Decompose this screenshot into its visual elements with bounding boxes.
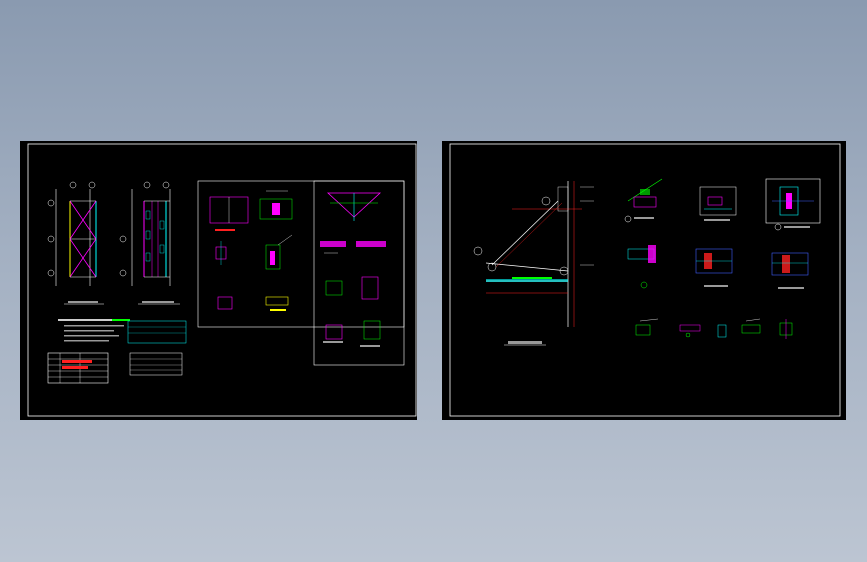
drawing-sheet-left[interactable] <box>20 141 417 420</box>
bracket-elevation <box>473 181 594 346</box>
cad-drawing-right <box>449 143 841 417</box>
details-group-b <box>320 192 386 347</box>
detail-views-row2 <box>627 245 809 289</box>
cad-drawing-left <box>27 143 417 417</box>
detail-views-row1 <box>624 178 821 231</box>
legend-table <box>127 320 187 376</box>
details-frame-2 <box>313 180 405 366</box>
drawing-sheet-right[interactable] <box>442 141 846 420</box>
details-group-a <box>209 190 293 311</box>
brace-elevation-1 <box>47 181 104 305</box>
material-table <box>47 352 109 384</box>
sheet-border <box>27 143 417 417</box>
brace-elevation-2 <box>119 181 180 305</box>
sheet-border <box>449 143 841 417</box>
general-notes <box>58 319 130 342</box>
detail-views-row3 <box>635 318 793 339</box>
